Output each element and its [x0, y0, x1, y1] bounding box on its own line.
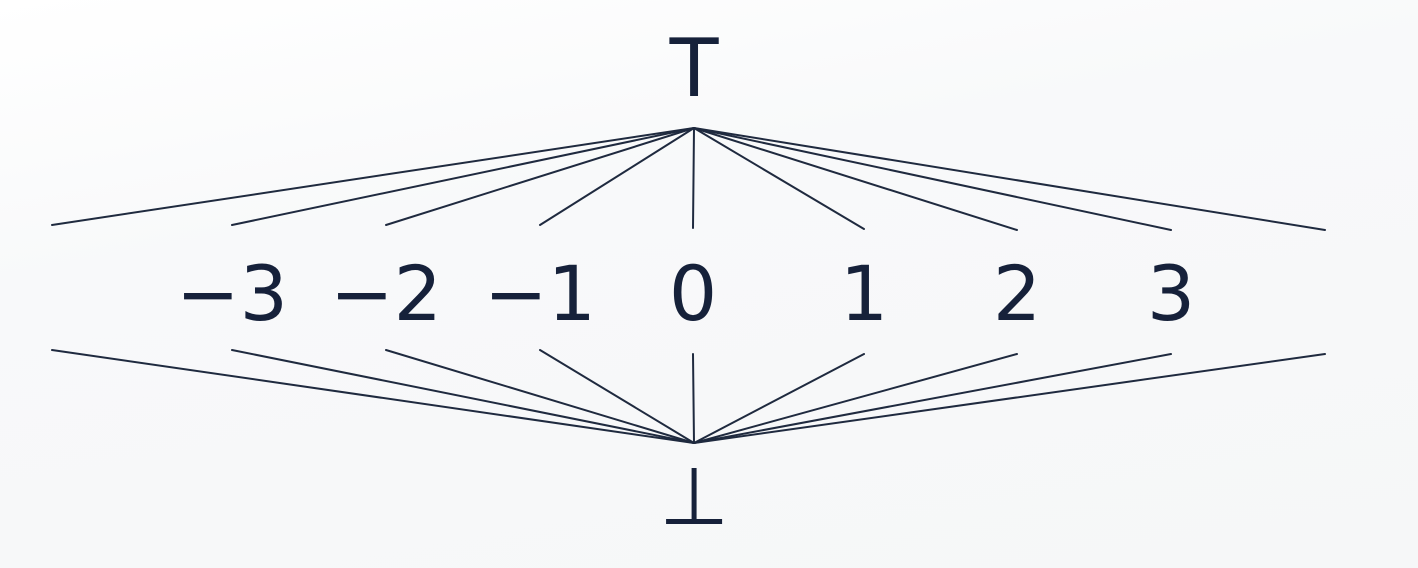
top-edges [51, 127, 1326, 231]
value-label-1: 1 [840, 249, 888, 338]
edge-top-to-1 [693, 127, 865, 230]
value-label-minus-1: −1 [484, 249, 596, 338]
edge-top-to-minus-3 [231, 127, 695, 226]
edge-top-to-left-ellipsis [51, 127, 695, 226]
edge-top-to-0 [692, 127, 695, 229]
edge-bottom-to-minus-2 [385, 349, 695, 444]
top-element-label: T [669, 22, 720, 115]
bottom-edges [51, 349, 1326, 444]
edge-bottom-to-minus-3 [231, 349, 695, 444]
edge-top-to-minus-2 [385, 127, 695, 226]
bottom-element-label: ⊥ [659, 450, 729, 543]
edge-bottom-to-left-ellipsis [51, 349, 695, 444]
edge-top-to-2 [693, 127, 1018, 231]
edge-bottom-to-2 [693, 353, 1018, 444]
edge-bottom-to-right-ellipsis [693, 353, 1326, 444]
value-labels: −3 −2 −1 0 1 2 3 [176, 249, 1195, 338]
edge-bottom-to-1 [693, 353, 865, 444]
value-label-3: 3 [1147, 249, 1195, 338]
value-label-minus-3: −3 [176, 249, 288, 338]
edge-top-to-right-ellipsis [693, 127, 1326, 231]
edge-bottom-to-0 [692, 353, 695, 444]
edge-bottom-to-3 [693, 353, 1172, 444]
edge-top-to-minus-1 [539, 127, 695, 226]
edge-top-to-3 [693, 127, 1172, 231]
value-label-0: 0 [669, 249, 717, 338]
value-label-minus-2: −2 [330, 249, 442, 338]
edge-bottom-to-minus-1 [539, 349, 695, 444]
value-label-2: 2 [993, 249, 1041, 338]
